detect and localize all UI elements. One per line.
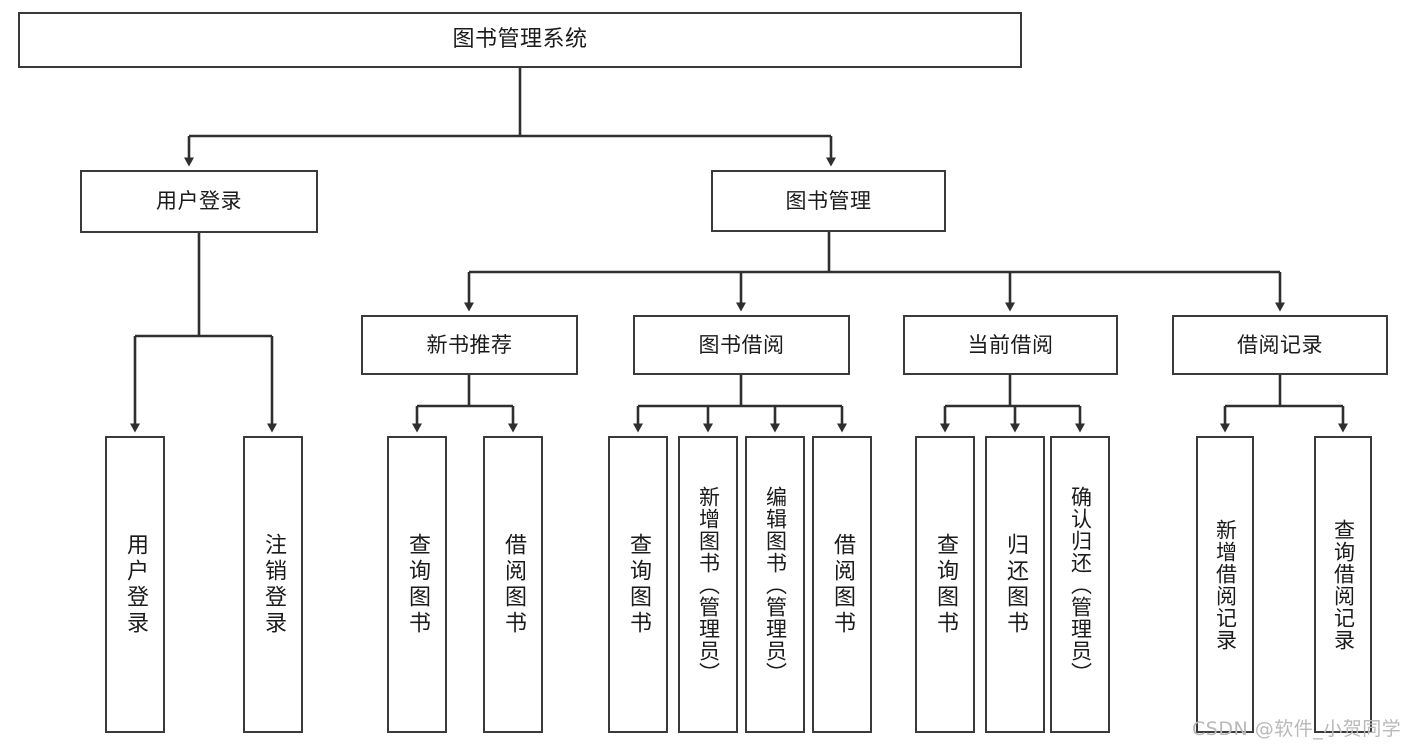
node-root[interactable]: 图书管理系统 — [18, 12, 1022, 68]
node-new-book-recommend[interactable]: 新书推荐 — [361, 315, 578, 375]
node-leaf-borrow-book-1[interactable]: 借阅图书 — [483, 436, 543, 733]
node-leaf-add-book[interactable]: 新增图书（管理员） — [678, 436, 738, 733]
node-leaf-edit-book-label: 编辑图书（管理员） — [763, 485, 788, 684]
node-current-borrow-label: 当前借阅 — [967, 332, 1054, 357]
node-leaf-user-login[interactable]: 用户登录 — [105, 436, 165, 733]
node-leaf-add-record-label: 新增借阅记录 — [1213, 518, 1238, 651]
node-leaf-query-book-2[interactable]: 查询图书 — [608, 436, 668, 733]
node-leaf-query-book-1-label: 查询图书 — [405, 532, 430, 637]
node-leaf-edit-book[interactable]: 编辑图书（管理员） — [745, 436, 805, 733]
node-root-label: 图书管理系统 — [452, 27, 588, 53]
node-leaf-confirm-return[interactable]: 确认归还（管理员） — [1050, 436, 1110, 733]
node-current-borrow[interactable]: 当前借阅 — [903, 315, 1118, 375]
node-leaf-query-book-2-label: 查询图书 — [626, 532, 651, 637]
node-book-manage[interactable]: 图书管理 — [711, 170, 946, 232]
node-leaf-borrow-book-1-label: 借阅图书 — [501, 532, 526, 637]
node-leaf-query-record[interactable]: 查询借阅记录 — [1314, 436, 1372, 733]
node-leaf-return-book-label: 归还图书 — [1003, 532, 1028, 637]
node-new-book-recommend-label: 新书推荐 — [426, 332, 513, 357]
node-leaf-add-book-label: 新增图书（管理员） — [696, 485, 721, 684]
node-leaf-query-record-label: 查询借阅记录 — [1331, 518, 1356, 651]
node-user-login[interactable]: 用户登录 — [80, 170, 318, 233]
node-leaf-logout-login[interactable]: 注销登录 — [243, 436, 303, 733]
node-leaf-user-login-label: 用户登录 — [123, 532, 148, 637]
node-leaf-borrow-book-2[interactable]: 借阅图书 — [812, 436, 872, 733]
node-book-borrow[interactable]: 图书借阅 — [633, 315, 850, 375]
node-borrow-record[interactable]: 借阅记录 — [1172, 315, 1388, 375]
node-leaf-query-book-1[interactable]: 查询图书 — [387, 436, 447, 733]
node-leaf-add-record[interactable]: 新增借阅记录 — [1196, 436, 1254, 733]
node-book-borrow-label: 图书借阅 — [698, 332, 785, 357]
node-leaf-borrow-book-2-label: 借阅图书 — [830, 532, 855, 637]
node-leaf-query-book-3-label: 查询图书 — [933, 532, 958, 637]
node-leaf-confirm-return-label: 确认归还（管理员） — [1068, 485, 1093, 684]
node-leaf-logout-login-label: 注销登录 — [261, 532, 286, 637]
node-borrow-record-label: 借阅记录 — [1237, 332, 1323, 357]
node-leaf-return-book[interactable]: 归还图书 — [985, 436, 1045, 733]
node-leaf-query-book-3[interactable]: 查询图书 — [915, 436, 975, 733]
node-book-manage-label: 图书管理 — [785, 188, 872, 213]
node-user-login-label: 用户登录 — [156, 189, 242, 214]
